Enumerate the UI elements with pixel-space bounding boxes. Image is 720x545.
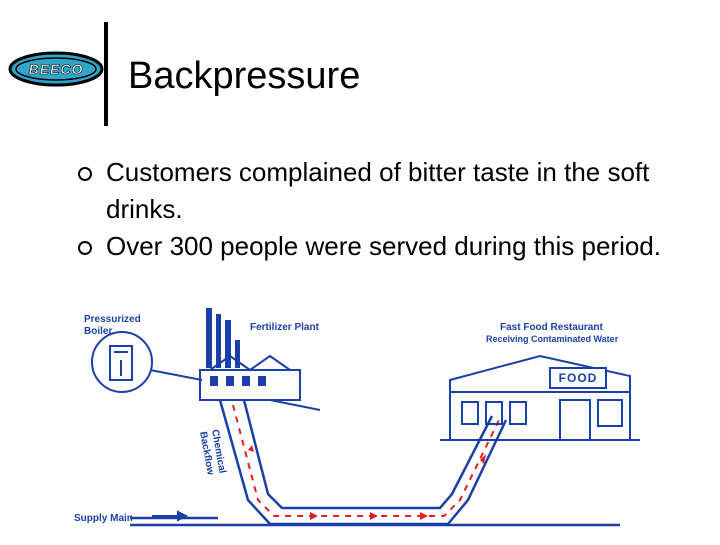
bullet-text: Customers complained of bitter taste in … bbox=[106, 157, 650, 224]
bullet-list: Customers complained of bitter taste in … bbox=[76, 154, 686, 265]
logo-text: BEECO bbox=[29, 61, 84, 77]
bullet-item: Customers complained of bitter taste in … bbox=[76, 154, 686, 228]
restaurant-sign: FOOD bbox=[559, 371, 598, 385]
title-divider bbox=[104, 22, 108, 126]
bullet-circle-icon bbox=[78, 241, 92, 255]
boiler-label: Boiler bbox=[84, 326, 112, 337]
pipe-network bbox=[130, 399, 620, 527]
restaurant-icon bbox=[440, 354, 640, 441]
backflow-path bbox=[232, 404, 501, 517]
plant-label: Fertilizer Plant bbox=[250, 322, 320, 333]
boiler-icon bbox=[91, 331, 203, 393]
logo-ellipse bbox=[8, 51, 104, 87]
supply-arrow-icon bbox=[152, 510, 189, 522]
boiler-label: Pressurized bbox=[84, 314, 141, 325]
factory-icon bbox=[199, 308, 321, 411]
bullet-circle-icon bbox=[78, 167, 92, 181]
bullet-item: Over 300 people were served during this … bbox=[76, 228, 686, 265]
flow-arrow-icons bbox=[248, 445, 486, 520]
restaurant-label: Receiving Contaminated Water bbox=[486, 334, 619, 344]
slide-title: Backpressure bbox=[128, 55, 361, 97]
beeco-logo: BEECO bbox=[8, 50, 104, 88]
bullet-text: Over 300 people were served during this … bbox=[106, 231, 661, 261]
backflow-diagram: FOOD Pressurized Boiler Fertilizer Plant… bbox=[70, 300, 650, 540]
restaurant-label: Fast Food Restaurant bbox=[500, 322, 603, 333]
supply-main-label: Supply Main bbox=[74, 513, 133, 524]
